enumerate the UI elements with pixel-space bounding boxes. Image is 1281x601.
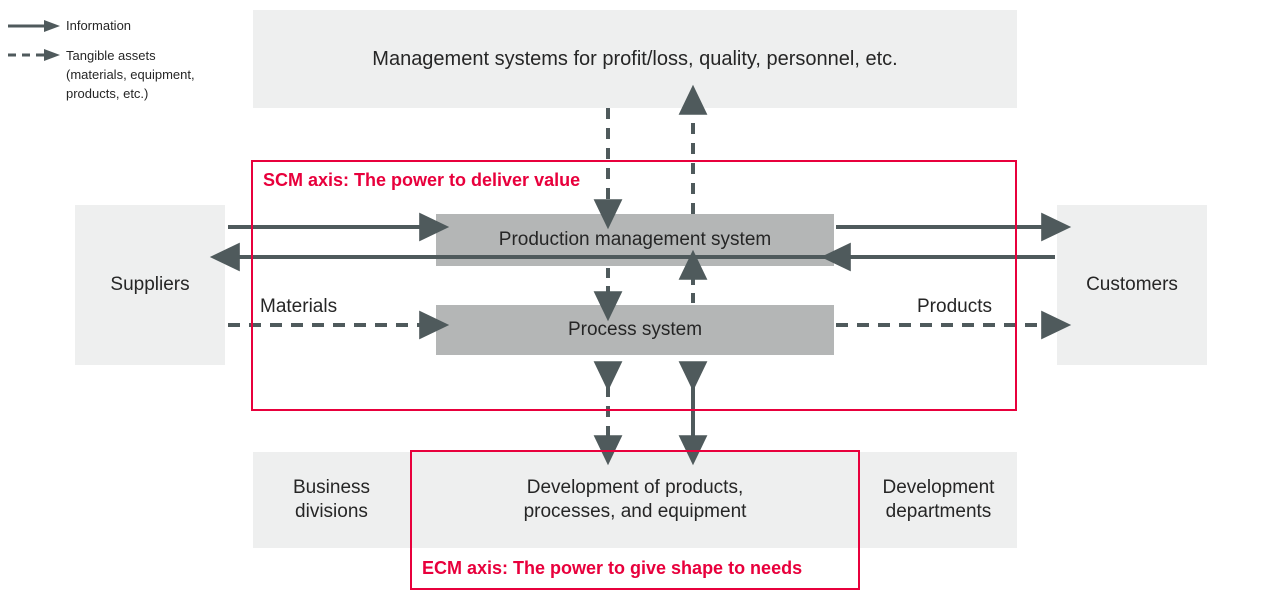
caption-materials: Materials	[260, 296, 338, 317]
development-departments-line1: Development	[882, 477, 995, 499]
management-systems-box: Management systems for profit/loss, qual…	[253, 10, 1017, 108]
business-divisions-line2: divisions	[295, 501, 368, 522]
development-core-box: Development of products, processes, and …	[410, 452, 860, 548]
ecm-axis-label: ECM axis: The power to give shape to nee…	[422, 558, 803, 578]
business-divisions-box: Business divisions	[253, 452, 410, 548]
development-core-line1: Development of products,	[526, 477, 744, 499]
legend-tangible-line2: (materials, equipment,	[66, 66, 195, 82]
ecm-axis-frame	[410, 450, 860, 590]
business-divisions-line1: Business	[292, 477, 371, 499]
legend-tangible-line1: Tangible assets	[66, 48, 156, 63]
legend-label-tangible: Tangible assets (materials, equipment, p…	[66, 47, 195, 104]
legend-tangible-line3: products, etc.)	[66, 85, 149, 101]
solid-arrow-icon	[8, 20, 60, 32]
customers-box: Customers	[1057, 205, 1207, 365]
development-core-line2: processes, and equipment	[523, 501, 747, 522]
scm-axis-label: SCM axis: The power to deliver value	[263, 170, 581, 190]
development-departments-box: Development departments	[860, 452, 1017, 548]
caption-products: Products	[917, 296, 992, 317]
scm-axis-frame	[251, 160, 1017, 411]
development-departments-line2: departments	[885, 501, 992, 522]
bottom-band	[253, 452, 1017, 548]
dashed-arrow-icon	[8, 49, 60, 61]
suppliers-box: Suppliers	[75, 205, 225, 365]
legend-label-information: Information	[66, 18, 132, 33]
process-system-box: Process system	[436, 305, 834, 355]
